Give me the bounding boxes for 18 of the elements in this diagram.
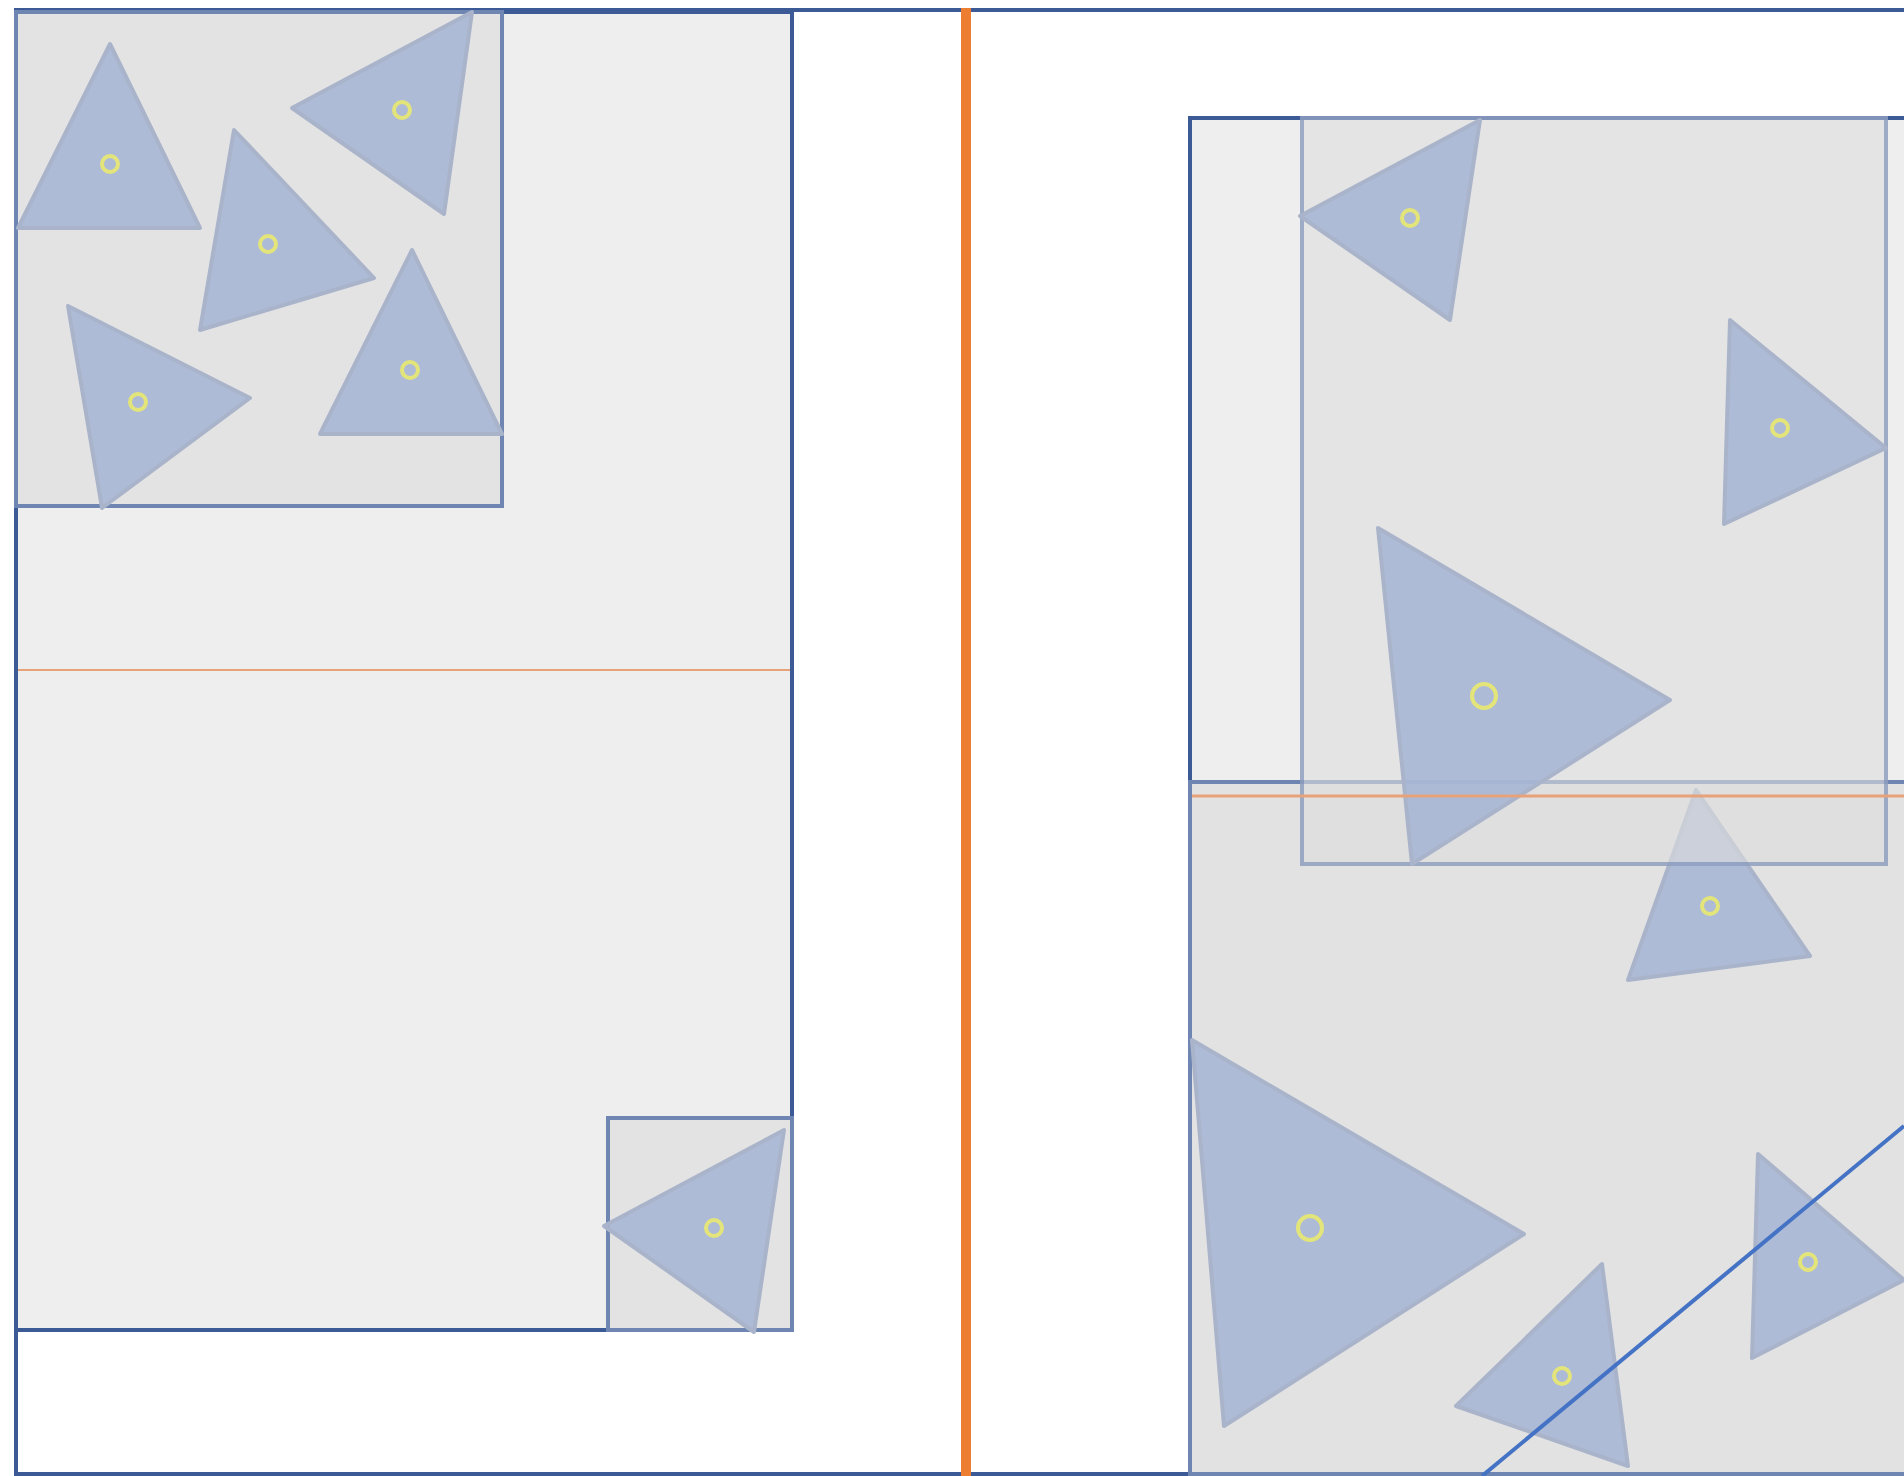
panel-box [1188,116,1904,1476]
triangle-shape [200,130,374,330]
triangle-shape [68,306,250,508]
triangle-shape [18,44,200,228]
panel-box [1188,780,1904,1476]
triangle-shape [292,12,472,214]
triangle-shape [1724,320,1886,524]
triangle-shape [1752,1154,1904,1358]
triangle-shape [1192,1040,1524,1426]
panel-box [14,8,1904,1476]
triangle-shape [1628,790,1810,980]
panel-box [14,10,504,508]
triangle-shape [1300,120,1480,320]
panel-box [14,10,794,1332]
panel-box [1300,116,1888,866]
triangle-shape [1456,1264,1628,1466]
triangle-shape [320,250,502,434]
triangle-shape [1378,528,1670,864]
